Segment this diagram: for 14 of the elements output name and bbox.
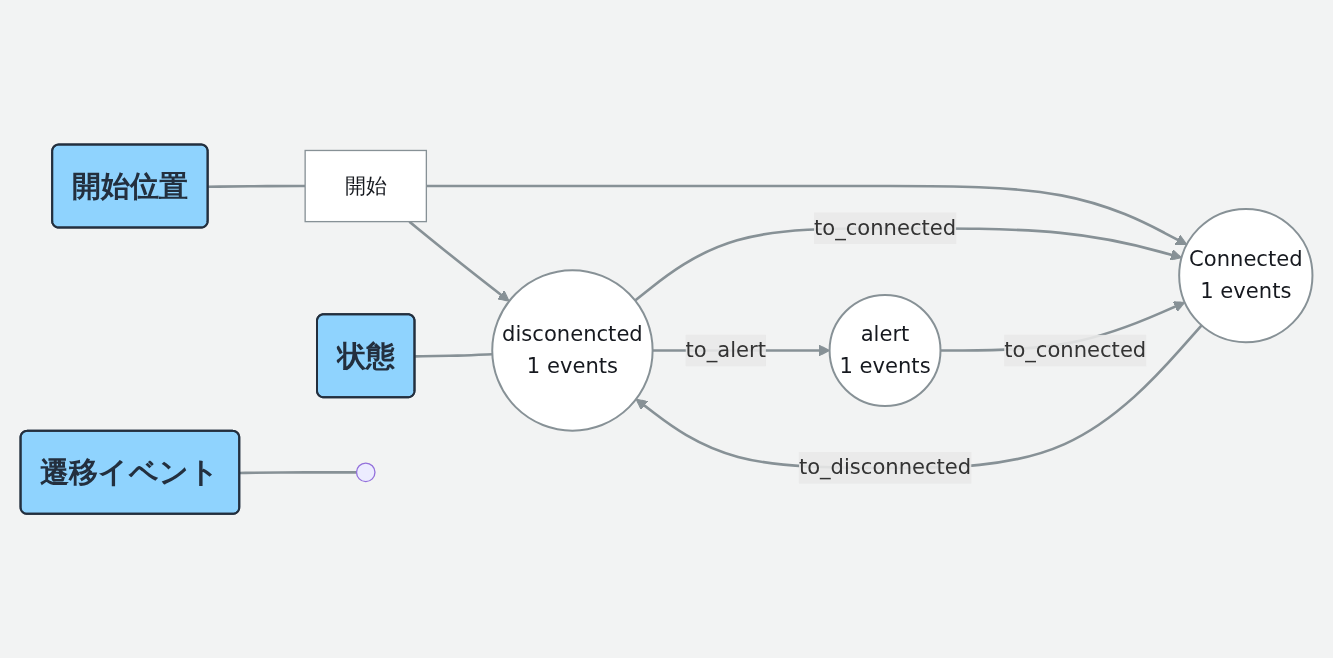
- connector: [208, 184, 306, 188]
- arrow: [426, 184, 1188, 245]
- arrow: [408, 220, 510, 302]
- node-circle: disconencted 1 events: [491, 269, 654, 432]
- arrow: [635, 324, 1203, 469]
- edge-label: to_alert: [685, 337, 766, 363]
- edge-label: to_connected: [814, 214, 957, 240]
- edge-label: to_disconnected: [798, 454, 972, 480]
- node-circle: alert 1 events: [828, 293, 942, 407]
- edge-label: to_connected: [1004, 337, 1147, 363]
- node-circle: Connected 1 events: [1178, 207, 1314, 343]
- connector: [415, 352, 493, 358]
- connector: [239, 470, 357, 475]
- node-box: 開始: [304, 149, 428, 223]
